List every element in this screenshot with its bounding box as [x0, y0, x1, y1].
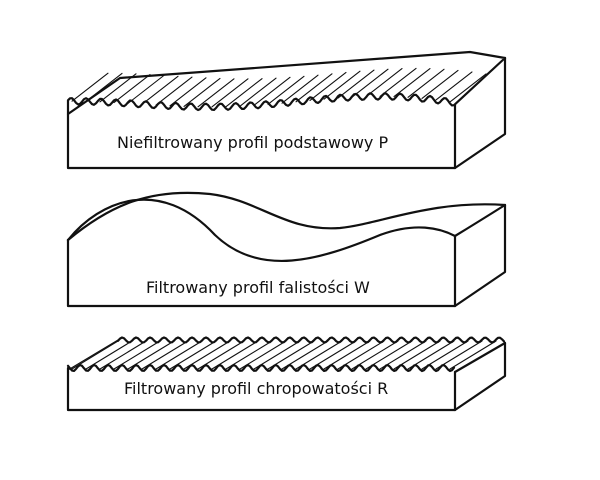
- texture-line: [281, 74, 319, 104]
- texture-line: [197, 78, 235, 108]
- texture-line: [351, 68, 389, 98]
- texture-line: [141, 340, 189, 370]
- texture-line: [435, 340, 483, 370]
- texture-line: [337, 340, 385, 370]
- block-roughness-profile-r: [66, 336, 507, 412]
- texture-line: [421, 69, 459, 99]
- block-r-texture-lines: [67, 339, 497, 371]
- block-p-side-face: [453, 56, 507, 170]
- texture-line: [155, 340, 203, 370]
- block-w-front-face: [66, 234, 457, 308]
- texture-line: [113, 340, 161, 370]
- texture-line: [71, 72, 109, 102]
- texture-line: [169, 77, 207, 107]
- label-waviness-profile-w: Filtrowany profil falistości W: [146, 278, 370, 297]
- texture-line: [99, 73, 137, 103]
- block-r-front-face: [66, 370, 457, 412]
- block-waviness-profile-w: [66, 191, 507, 308]
- texture-line: [379, 340, 427, 370]
- texture-line: [267, 340, 315, 370]
- texture-line: [407, 340, 455, 370]
- texture-line: [295, 340, 343, 370]
- texture-line: [71, 340, 119, 370]
- texture-line: [295, 73, 333, 103]
- label-roughness-profile-r: Filtrowany profil chropowatości R: [124, 379, 389, 398]
- texture-line: [85, 340, 133, 370]
- texture-line: [253, 76, 291, 106]
- texture-line: [421, 340, 469, 370]
- texture-line: [127, 74, 165, 104]
- texture-line: [225, 78, 263, 108]
- block-r-left-top-edge: [67, 339, 119, 371]
- texture-line: [113, 73, 151, 104]
- texture-line: [141, 75, 179, 105]
- texture-line: [365, 68, 403, 98]
- texture-line: [323, 340, 371, 370]
- texture-line: [309, 340, 357, 370]
- texture-line: [393, 68, 431, 98]
- texture-line: [197, 340, 245, 370]
- texture-line: [393, 340, 441, 370]
- block-r-side-face: [453, 341, 507, 412]
- texture-line: [155, 76, 193, 106]
- texture-line: [351, 340, 399, 370]
- block-primary-profile-p: [66, 50, 507, 170]
- texture-line: [239, 77, 277, 107]
- label-primary-profile-p: Niefiltrowany profil podstawowy P: [117, 133, 389, 152]
- texture-line: [267, 75, 305, 105]
- texture-line: [99, 340, 147, 370]
- texture-line: [281, 340, 329, 370]
- block-r-top-front-edge: [66, 363, 456, 374]
- texture-line: [169, 340, 217, 370]
- texture-line: [323, 70, 361, 100]
- texture-line: [379, 67, 417, 97]
- texture-line: [407, 68, 445, 98]
- texture-line: [85, 72, 123, 102]
- texture-line: [337, 69, 375, 99]
- texture-line: [225, 340, 273, 370]
- block-p-front-face: [66, 82, 457, 170]
- block-w-top-back-edge: [66, 191, 507, 242]
- block-p-texture-lines: [71, 67, 487, 108]
- texture-line: [309, 71, 347, 102]
- block-w-side-face: [453, 203, 507, 308]
- texture-line: [239, 340, 287, 370]
- block-w-top-surface: [66, 198, 457, 263]
- texture-line: [183, 340, 231, 370]
- block-w-back-edge: [453, 203, 507, 238]
- block-r-back-edge: [453, 341, 507, 374]
- texture-line: [449, 73, 487, 103]
- texture-line: [127, 340, 175, 370]
- texture-line: [435, 71, 473, 101]
- block-r-top-back-edge: [116, 336, 506, 344]
- texture-line: [211, 78, 249, 108]
- texture-line: [449, 340, 497, 370]
- block-p-top-surface: [66, 50, 507, 116]
- texture-line: [183, 77, 221, 107]
- texture-line: [365, 340, 413, 370]
- texture-line: [253, 340, 301, 370]
- texture-line: [211, 340, 259, 370]
